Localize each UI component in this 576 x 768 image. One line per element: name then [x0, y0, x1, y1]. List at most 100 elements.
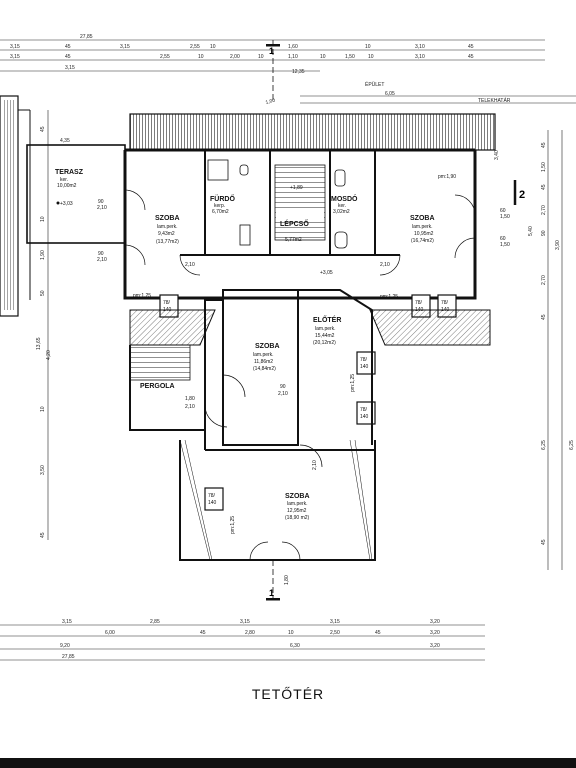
svg-text:pm:1,25: pm:1,25: [380, 294, 398, 300]
svg-text:2,10: 2,10: [278, 391, 288, 397]
svg-text:MOSDÓ: MOSDÓ: [331, 194, 358, 203]
svg-text:3,10: 3,10: [415, 54, 425, 60]
svg-text:pm:1,90: pm:1,90: [438, 174, 456, 180]
room-szoba-1: SZOBA lam.perk. 9,43m2 (13,77m2): [155, 215, 180, 245]
svg-text:2,10: 2,10: [97, 205, 107, 211]
svg-text:2,10: 2,10: [185, 404, 195, 410]
svg-text:10: 10: [288, 630, 294, 636]
svg-text:lam.perk.: lam.perk.: [157, 224, 178, 230]
svg-text:45: 45: [65, 54, 71, 60]
svg-text:3,02m2: 3,02m2: [333, 209, 350, 215]
svg-text:SZOBA: SZOBA: [255, 343, 280, 350]
svg-text:12,35: 12,35: [292, 69, 305, 75]
svg-text:10: 10: [210, 44, 216, 50]
svg-text:10: 10: [368, 54, 374, 60]
epulet-label: ÉPÜLET: [365, 81, 384, 88]
lower-annotations: pm:1,25 pm:1,25 2,10 1,80: [230, 374, 356, 585]
svg-text:2,10: 2,10: [185, 262, 195, 268]
svg-text:6,70m2: 6,70m2: [212, 209, 229, 215]
svg-text:3,15: 3,15: [240, 619, 250, 625]
svg-text:1,00: 1,00: [265, 98, 276, 106]
slope-lines: [179, 439, 373, 561]
svg-text:9,43m2: 9,43m2: [158, 231, 175, 237]
svg-text:lam.perk.: lam.perk.: [287, 501, 308, 507]
room-pergola: PERGOLA 1,80 2,10: [140, 383, 195, 410]
stair-left: [129, 344, 191, 381]
svg-text:90: 90: [280, 384, 286, 390]
svg-text:10: 10: [198, 54, 204, 60]
svg-text:lam.perk.: lam.perk.: [315, 326, 336, 332]
svg-text:140: 140: [360, 364, 369, 370]
room-szoba-2: SZOBA lam.perk. 10,95m2 (16,74m2) pm:1,9…: [410, 174, 456, 244]
top-dimension-texts: 27,85 3,15 45 3,15 2,55 10 1,60 10 3,10 …: [10, 34, 511, 106]
svg-text:78/: 78/: [360, 407, 368, 413]
svg-text:LÉPCSŐ: LÉPCSŐ: [280, 219, 309, 228]
svg-text:45: 45: [468, 44, 474, 50]
section-marker-bottom: 1: [266, 560, 280, 601]
svg-text:pm:1,25: pm:1,25: [350, 374, 356, 392]
right-dimension-lines: [547, 130, 563, 570]
svg-text:(20,12m2): (20,12m2): [313, 340, 336, 346]
svg-text:2,85: 2,85: [150, 619, 160, 625]
svg-text:1,50: 1,50: [500, 242, 510, 248]
svg-text:78/: 78/: [360, 357, 368, 363]
svg-text:10,00m2: 10,00m2: [57, 183, 77, 189]
svg-text:2,10: 2,10: [380, 262, 390, 268]
room-lepcso: LÉPCSŐ 5,77m2 +1,89: [274, 164, 326, 243]
svg-text:3,50: 3,50: [40, 465, 46, 475]
svg-text:1,50: 1,50: [541, 162, 547, 172]
roof-slopes: [129, 309, 491, 346]
svg-text:ker.: ker.: [338, 203, 346, 209]
svg-text:1: 1: [269, 46, 274, 56]
svg-text:45: 45: [541, 184, 547, 190]
plan-title: TETŐTÉR: [251, 686, 325, 702]
svg-text:(14,84m2): (14,84m2): [253, 366, 276, 372]
svg-text:+1,89: +1,89: [290, 185, 303, 191]
svg-text:(13,77m2): (13,77m2): [156, 239, 179, 245]
svg-text:45: 45: [375, 630, 381, 636]
svg-text:12,95m2: 12,95m2: [287, 508, 307, 514]
room-szoba-3: SZOBA lam.perk. 11,86m2 (14,84m2): [253, 343, 280, 372]
svg-text:1,50: 1,50: [500, 214, 510, 220]
svg-text:6,25: 6,25: [541, 440, 547, 450]
svg-text:1,90: 1,90: [40, 250, 46, 260]
svg-text:kerp.: kerp.: [214, 203, 225, 209]
svg-text:4,35: 4,35: [60, 138, 70, 144]
top-dim-total: 27,85: [80, 34, 93, 40]
section-marker-top: 1: [266, 40, 280, 100]
svg-text:78/: 78/: [208, 493, 216, 499]
svg-text:+3,03: +3,03: [60, 201, 73, 207]
svg-text:10: 10: [365, 44, 371, 50]
svg-text:3,15: 3,15: [10, 44, 20, 50]
section-marker-right: 2: [513, 180, 525, 205]
svg-text:45: 45: [40, 126, 46, 132]
svg-text:78/: 78/: [163, 300, 171, 306]
svg-text:11,86m2: 11,86m2: [254, 359, 273, 365]
door-swings: [124, 189, 476, 276]
room-szoba-4: SZOBA lam.perk. 12,95m2 (18,90 m2): [285, 493, 310, 521]
svg-text:1,50: 1,50: [345, 54, 355, 60]
scan-edge: [0, 758, 576, 768]
svg-text:78/: 78/: [441, 300, 449, 306]
svg-text:13,65: 13,65: [36, 337, 42, 350]
svg-text:FÜRDŐ: FÜRDŐ: [210, 194, 235, 203]
svg-text:4,20: 4,20: [46, 350, 52, 360]
svg-text:2,10: 2,10: [97, 257, 107, 263]
svg-text:ELŐTÉR: ELŐTÉR: [313, 315, 341, 324]
svg-text:3,10: 3,10: [415, 44, 425, 50]
svg-text:pm:1,25: pm:1,25: [133, 293, 151, 299]
lower-door-swings: [204, 374, 323, 561]
svg-text:140: 140: [360, 414, 369, 420]
svg-text:2,55: 2,55: [160, 54, 170, 60]
svg-text:90: 90: [98, 251, 104, 257]
svg-text:10: 10: [320, 54, 326, 60]
svg-text:10: 10: [258, 54, 264, 60]
svg-text:1,80: 1,80: [185, 396, 195, 402]
svg-text:45: 45: [40, 532, 46, 538]
roof-eave: 3,40: [129, 113, 500, 160]
room-eloter: ELŐTÉR lam.perk. 15,44m2 (20,12m2): [313, 315, 341, 346]
interior-walls-upper: [180, 150, 400, 256]
svg-text:SZOBA: SZOBA: [410, 215, 435, 222]
right-dimension-texts: 45 1,50 45 2,70 90 5,40 2,70 45 6,25 45 …: [528, 142, 575, 545]
